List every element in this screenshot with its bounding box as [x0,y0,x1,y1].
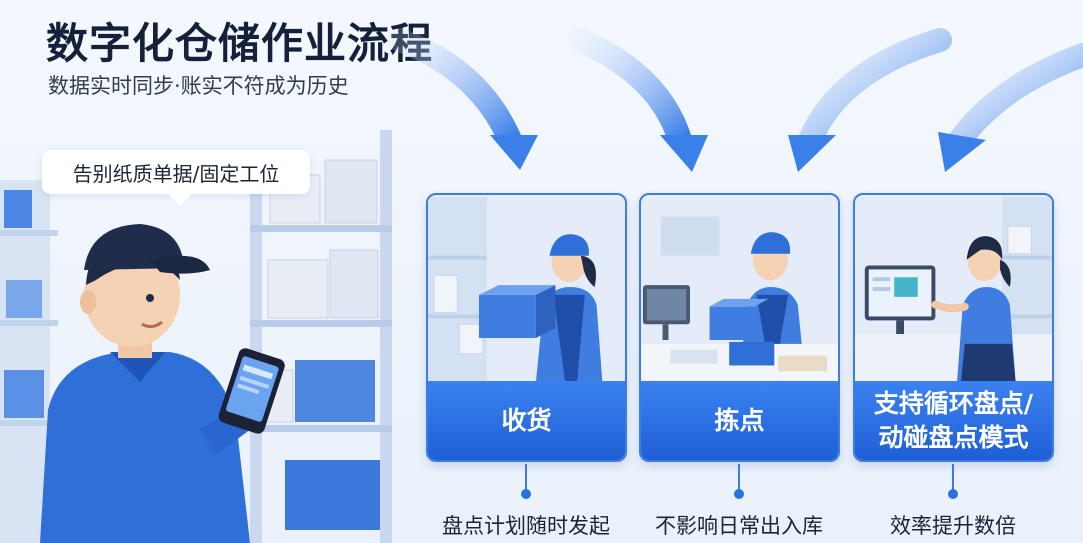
speech-bubble: 告别纸质单据/固定工位 [42,150,310,206]
receiving-illustration [428,196,625,384]
step-label-line-1: 支持循环盘点/ [873,388,1034,418]
connector-line-3 [952,464,954,492]
arrow-4-icon [938,43,1083,172]
arrow-3-icon [788,28,952,172]
step-card-cycle-count: 支持循环盘点/ 动碰盘点模式 [853,193,1054,462]
left-shelf [0,180,58,543]
step-label-receiving: 收货 [428,381,625,460]
connector-dot-1 [521,489,531,499]
step-caption-receiving: 盘点计划随时发起 [442,514,610,538]
connector-dot-2 [734,489,744,499]
handheld-scanner [218,348,285,434]
page-title: 数字化仓储作业流程 [46,19,434,68]
picking-illustration [641,196,838,384]
step-label-picking: 拣点 [641,381,838,460]
connector-line-1 [525,464,527,492]
arrow-1-icon [388,28,538,170]
step-card-receiving: 收货 [426,193,627,462]
step-card-picking: 拣点 [639,193,840,462]
step-label-cycle-count: 支持循环盘点/ 动碰盘点模式 [855,381,1052,460]
step-caption-picking: 不影响日常出入库 [655,514,823,538]
connector-dot-3 [948,489,958,499]
cycle-count-illustration [855,196,1052,384]
arrow-2-icon [568,28,708,172]
step-label-line-2: 动碰盘点模式 [878,422,1029,452]
connector-line-2 [738,464,740,492]
worker-figure [40,224,270,543]
flow-arrows [388,28,1083,172]
step-caption-cycle-count: 效率提升数倍 [890,514,1016,538]
worker-scanning-illustration [0,130,392,543]
page-subtitle: 数据实时同步·账实不符成为历史 [48,74,349,98]
